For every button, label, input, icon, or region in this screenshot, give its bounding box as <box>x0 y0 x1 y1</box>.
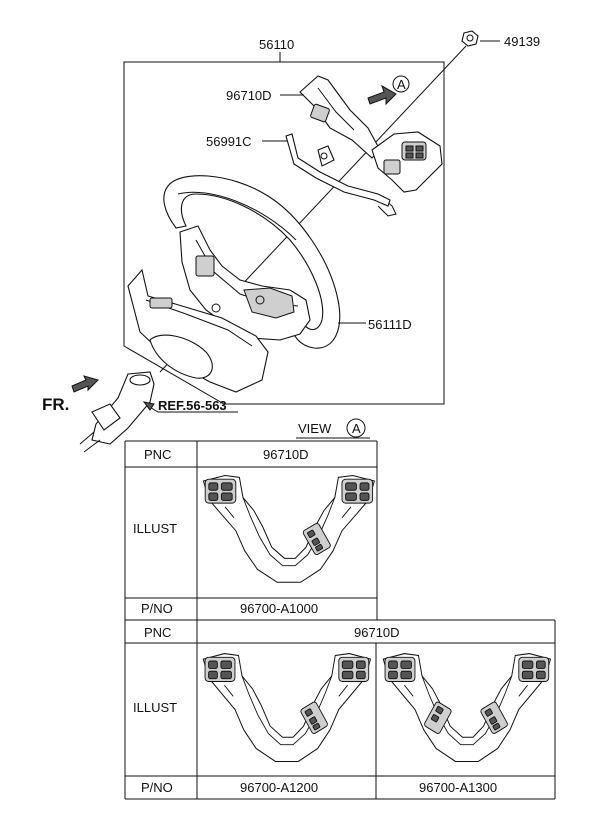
table2-pno-value-a1300: 96700-A1300 <box>419 780 497 795</box>
illust-switch-panel-a1200 <box>202 653 371 762</box>
column-cover <box>127 268 269 393</box>
table2-illust-header: ILLUST <box>133 700 177 715</box>
view-title: VIEW <box>298 421 332 436</box>
table1-pno-value: 96700-A1000 <box>240 601 318 616</box>
label-56111D: 56111D <box>368 317 412 332</box>
table2-pno-value-a1200: 96700-A1200 <box>240 780 318 795</box>
view-marker-a: A <box>397 77 406 92</box>
label-56110: 56110 <box>259 37 294 52</box>
remote-cover-part <box>299 75 381 159</box>
steering-column <box>79 371 155 453</box>
view-title-marker: A <box>352 421 361 436</box>
table2-pnc-value: 96710D <box>354 625 400 640</box>
illust-switch-panel-a1000 <box>202 475 375 583</box>
label-reference: REF.56-563 <box>158 398 227 413</box>
table2-pno-header: P/NO <box>141 780 173 795</box>
label-49139: 49139 <box>504 34 540 49</box>
table1-illust-header: ILLUST <box>133 521 177 536</box>
label-56991C: 56991C <box>206 134 252 149</box>
bracket-part <box>285 133 391 207</box>
switch-cluster <box>371 131 443 217</box>
illust-switch-panel-a1300 <box>382 653 551 762</box>
steering-wheel-rim <box>163 175 341 349</box>
nut-part <box>461 30 479 47</box>
label-front: FR. <box>42 395 69 414</box>
table2-pnc-header: PNC <box>144 625 171 640</box>
table1-pnc-value: 96710D <box>263 447 309 462</box>
table1-pnc-header: PNC <box>144 447 171 462</box>
table1-pno-header: P/NO <box>141 601 173 616</box>
wheel-hub <box>179 225 311 341</box>
label-96710D: 96710D <box>226 88 272 103</box>
table-variant-2 <box>124 619 556 800</box>
assembly-frame <box>123 61 445 405</box>
